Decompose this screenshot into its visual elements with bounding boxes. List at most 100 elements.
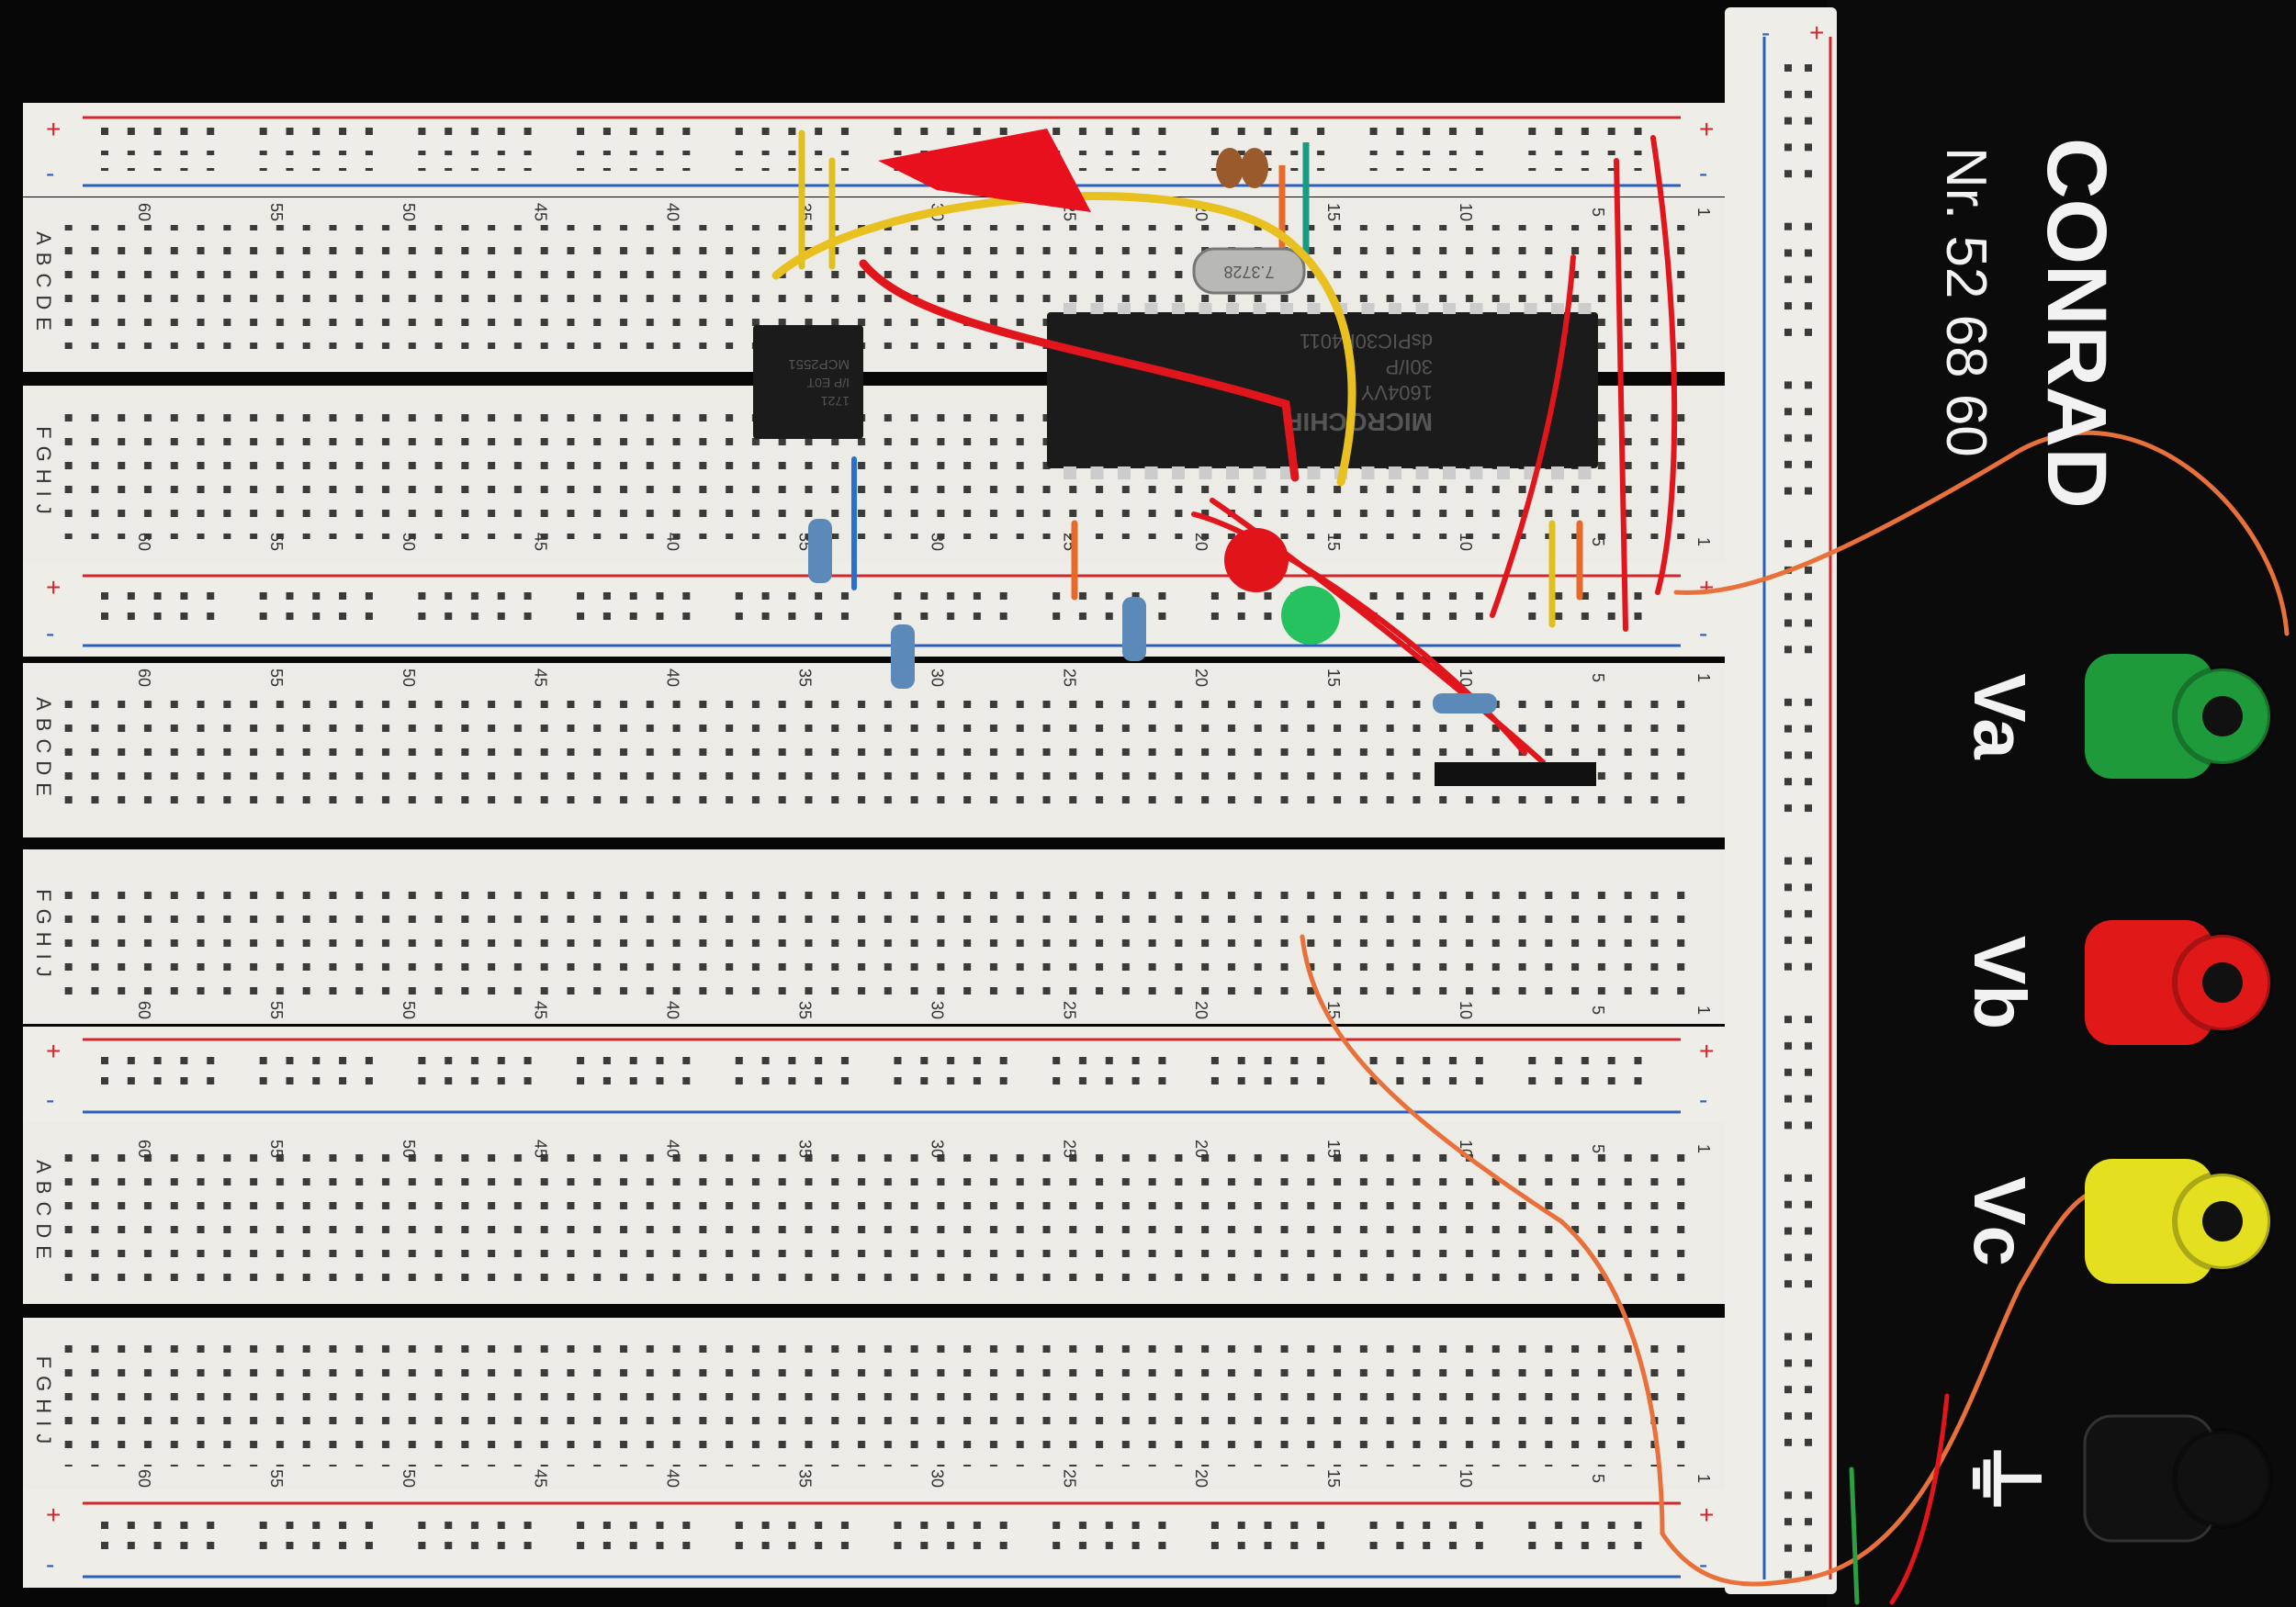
- row-letters: ABCDE: [32, 697, 55, 804]
- column-number: 15: [1324, 1140, 1343, 1158]
- column-number: 45: [532, 533, 550, 551]
- can-transceiver-chip: 1721 I/P E0T MCP2551: [753, 325, 863, 439]
- column-number: 10: [1457, 533, 1475, 551]
- column-number: 10: [1457, 1469, 1475, 1488]
- crystal-oscillator: 7.3728: [1192, 247, 1306, 295]
- rail-plus-label: +: [46, 115, 61, 143]
- resistor: [1433, 693, 1497, 714]
- rail-minus-label: -: [1761, 18, 1770, 47]
- rail-minus-label: -: [46, 159, 54, 187]
- column-number: 40: [664, 1469, 682, 1488]
- column-number: 35: [796, 669, 815, 687]
- pin-header: [1435, 762, 1596, 786]
- column-number: 45: [532, 1001, 550, 1019]
- mcu-brand: MICROCHIP: [1286, 408, 1433, 436]
- column-number: 10: [1457, 203, 1475, 221]
- column-number: 1: [1694, 1474, 1713, 1483]
- column-number: 15: [1324, 533, 1343, 551]
- terminal-label: ⏚: [1956, 1437, 2048, 1520]
- column-number: 60: [135, 1140, 153, 1158]
- column-number: 50: [400, 669, 418, 687]
- column-number: 35: [796, 1001, 815, 1019]
- rail-plus-label: +: [1699, 573, 1714, 601]
- column-number: 55: [267, 203, 286, 221]
- column-number: 55: [267, 1001, 286, 1019]
- column-number: 55: [267, 1469, 286, 1488]
- rail-plus-label: +: [46, 573, 61, 601]
- power-rail: +-+-: [23, 103, 1740, 197]
- terminal-knob[interactable]: [2085, 654, 2213, 779]
- capacitor: [1216, 148, 1244, 188]
- column-number: 35: [796, 1140, 815, 1158]
- column-number: 50: [400, 1140, 418, 1158]
- brand-logo: CONRAD: [2030, 138, 2123, 509]
- column-number: 45: [532, 1469, 550, 1488]
- column-number: 60: [135, 1469, 153, 1488]
- binding-post-ground[interactable]: ⏚: [1956, 1414, 2273, 1543]
- column-number: 30: [928, 1140, 946, 1158]
- column-number: 25: [1060, 1140, 1078, 1158]
- power-panel: [1828, 0, 2296, 1607]
- dspic-microcontroller: MICROCHIP 1604VY 30I/P dsPIC30F4011: [1047, 303, 1598, 479]
- column-number: 30: [928, 669, 946, 687]
- terminal-strip: ABCDEABCDE605550454035302520151051: [23, 663, 1743, 837]
- terminal-knob[interactable]: [2085, 920, 2213, 1045]
- rail-plus-label: +: [46, 1037, 61, 1065]
- transceiver-suffix: I/P E0T: [806, 376, 850, 390]
- column-number: 50: [400, 1469, 418, 1488]
- column-number: 55: [267, 1140, 286, 1158]
- transceiver-part: MCP2551: [788, 356, 850, 372]
- column-number: 55: [267, 669, 286, 687]
- row-letters: ABCDE: [32, 231, 55, 338]
- column-number: 25: [1060, 1469, 1078, 1488]
- binding-post-vc[interactable]: Vc: [1959, 1159, 2273, 1284]
- resistor: [808, 519, 832, 583]
- mcu-lot: 1604VY: [1360, 381, 1433, 404]
- wires: [771, 129, 2290, 1605]
- column-number: 1: [1694, 1144, 1713, 1153]
- column-number: 30: [928, 1001, 946, 1019]
- rail-minus-label: -: [1699, 1550, 1707, 1579]
- column-number: 15: [1324, 203, 1343, 221]
- terminal-knob[interactable]: [2085, 1159, 2213, 1284]
- column-number: 50: [400, 1001, 418, 1019]
- red-tape-flag: [878, 129, 1091, 212]
- column-number: 25: [1060, 1001, 1078, 1019]
- terminal-label: Vc: [1959, 1176, 2041, 1266]
- column-number: 1: [1694, 673, 1713, 682]
- rail-plus-label: +: [1699, 1037, 1714, 1065]
- binding-post-va[interactable]: Va: [1959, 654, 2273, 779]
- rail-plus-label: +: [1699, 1500, 1714, 1529]
- breadboard: +-+-+-+-+-+-+-+-ABCDEABCDE60555045403530…: [23, 103, 1743, 1588]
- column-number: 20: [1192, 669, 1210, 687]
- binding-post-vb[interactable]: Vb: [1959, 920, 2273, 1045]
- terminal-label: Va: [1959, 673, 2041, 759]
- green-led: [1281, 586, 1340, 645]
- rail-plus-label: +: [46, 1500, 61, 1529]
- power-rail: +-+-: [23, 562, 1740, 657]
- column-number: 1: [1694, 537, 1713, 546]
- column-number: 40: [664, 669, 682, 687]
- column-number: 50: [400, 203, 418, 221]
- column-number: 40: [664, 1001, 682, 1019]
- column-number: 60: [135, 669, 153, 687]
- power-rail: +-+-: [23, 1027, 1740, 1123]
- terminal-strip: FGHIJFGHIJ605550454035302520151051: [23, 1318, 1743, 1489]
- column-number: 5: [1589, 1474, 1607, 1483]
- capacitor: [1241, 148, 1268, 188]
- column-number: 40: [664, 203, 682, 221]
- mcu-part: dsPIC30F4011: [1300, 330, 1433, 353]
- column-number: 20: [1192, 533, 1210, 551]
- row-letters: FGHIJ: [32, 889, 55, 984]
- column-number: 30: [928, 533, 946, 551]
- column-number: 25: [1060, 669, 1078, 687]
- terminal-label: Vb: [1959, 936, 2041, 1029]
- column-number: 10: [1457, 669, 1475, 687]
- rail-minus-label: -: [46, 619, 54, 647]
- column-number: 45: [532, 1140, 550, 1158]
- red-led: [1224, 528, 1289, 592]
- rail-plus-label: +: [1809, 18, 1824, 47]
- column-number: 5: [1589, 1144, 1607, 1153]
